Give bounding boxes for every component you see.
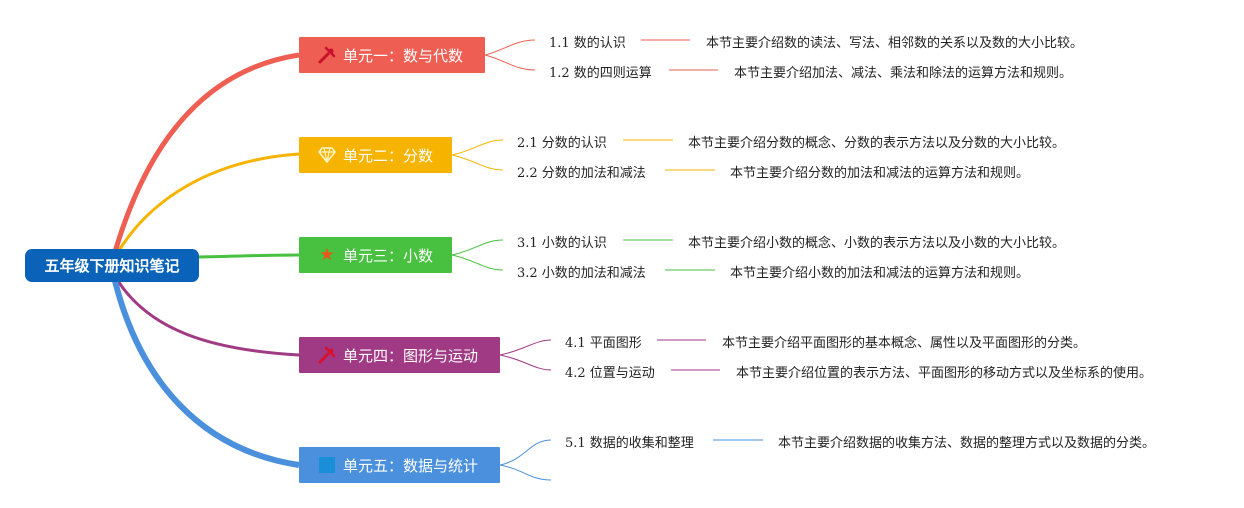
topic-desc: 本节主要介绍小数的加法和减法的运算方法和规则。 [730, 266, 1030, 281]
unit-node-4[interactable]: 单元四：图形与运动 [299, 337, 500, 373]
unit-label: 单元二：分数 [343, 146, 434, 165]
unit-node-2[interactable]: 单元二：分数 [299, 137, 452, 173]
topic-title[interactable]: 2.1 分数的认识 [517, 136, 607, 151]
topic-desc: 本节主要介绍分数的概念、分数的表示方法以及分数的大小比较。 [688, 136, 1066, 151]
topic-line-1-1 [484, 39, 536, 56]
unit-node-3[interactable]: ★ 单元三：小数 [299, 237, 452, 273]
square-icon [317, 455, 337, 475]
unit-node-1[interactable]: 单元一：数与代数 [299, 37, 485, 73]
topic-line-4-2 [499, 354, 552, 371]
topic-desc: 本节主要介绍小数的概念、小数的表示方法以及小数的大小比较。 [688, 236, 1066, 251]
topic-line-1-2 [484, 54, 536, 71]
topic-line-5-extra [499, 464, 552, 481]
topic-title[interactable]: 3.2 小数的加法和减法 [517, 266, 646, 281]
branch-line-unit-3 [198, 253, 300, 259]
topic-desc: 本节主要介绍数据的收集方法、数据的整理方式以及数据的分类。 [778, 436, 1156, 451]
topic-title[interactable]: 1.2 数的四则运算 [549, 66, 652, 81]
topic-desc: 本节主要介绍数的读法、写法、相邻数的关系以及数的大小比较。 [706, 36, 1084, 51]
diamond-icon [317, 145, 337, 165]
topic-title[interactable]: 4.2 位置与运动 [565, 366, 655, 381]
topic-desc: 本节主要介绍分数的加法和减法的运算方法和规则。 [730, 166, 1030, 181]
topic-desc: 本节主要介绍位置的表示方法、平面图形的移动方式以及坐标系的使用。 [736, 366, 1153, 381]
topic-line-2-2 [451, 154, 504, 171]
topic-line-2-1 [451, 139, 504, 156]
root-label: 五年级下册知识笔记 [44, 257, 180, 275]
star-icon: ★ [319, 245, 335, 265]
tools-icon [317, 345, 337, 365]
topic-title[interactable]: 3.1 小数的认识 [517, 236, 607, 251]
unit-label: 单元一：数与代数 [343, 46, 464, 65]
branch-line-unit-1 [112, 52, 300, 253]
topic-title[interactable]: 4.1 平面图形 [565, 336, 642, 351]
root-node[interactable]: 五年级下册知识笔记 [25, 249, 199, 282]
topic-line-5-1 [499, 439, 552, 466]
topic-line-4-1 [499, 339, 552, 356]
unit-label: 单元四：图形与运动 [343, 346, 479, 365]
topic-title[interactable]: 1.1 数的认识 [549, 36, 626, 51]
unit-label: 单元三：小数 [343, 246, 434, 265]
branch-line-unit-5 [112, 280, 300, 468]
topic-desc: 本节主要介绍平面图形的基本概念、属性以及平面图形的分类。 [722, 336, 1087, 351]
branch-line-unit-4 [116, 280, 300, 357]
topic-title[interactable]: 2.2 分数的加法和减法 [517, 166, 646, 181]
topic-desc: 本节主要介绍加法、减法、乘法和除法的运算方法和规则。 [734, 66, 1073, 81]
unit-label: 单元五：数据与统计 [343, 456, 479, 475]
tools-icon [317, 45, 337, 65]
topic-line-3-1 [451, 239, 504, 256]
topic-line-3-2 [451, 254, 504, 271]
topic-title[interactable]: 5.1 数据的收集和整理 [565, 436, 694, 451]
unit-node-5[interactable]: 单元五：数据与统计 [299, 447, 500, 483]
branch-line-unit-2 [116, 152, 300, 253]
